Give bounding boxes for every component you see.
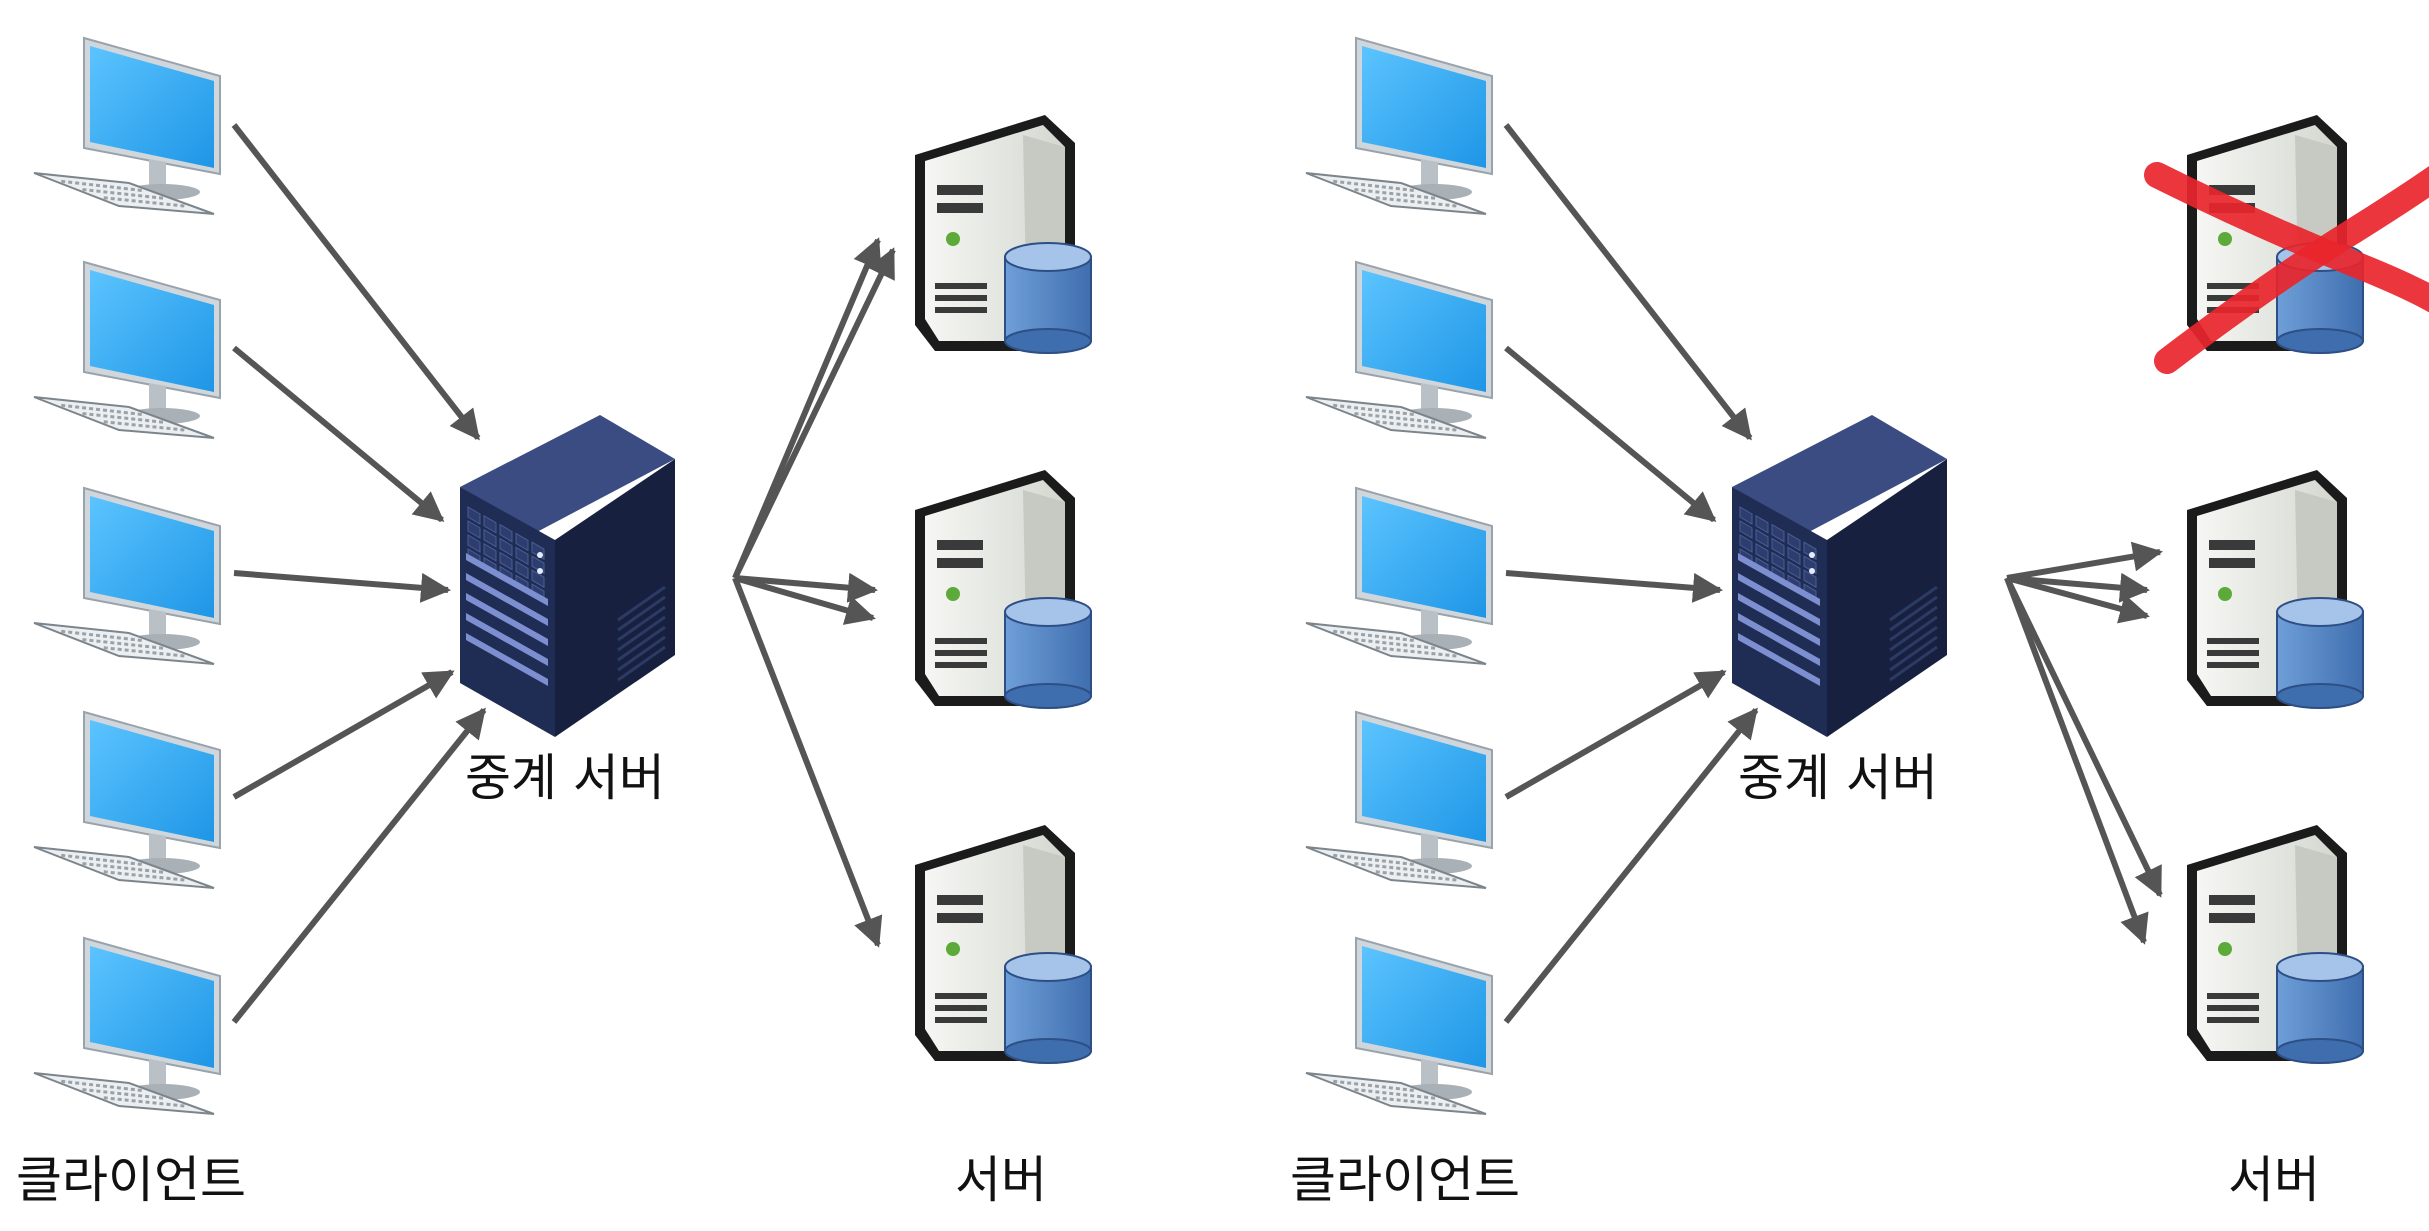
database-server-icon [2187, 470, 2364, 709]
connection-arrow [232, 669, 455, 800]
database-server-icon [915, 115, 1092, 354]
relay-server-icon [460, 415, 675, 737]
server-group [915, 115, 1092, 1064]
client-computer-icon [33, 36, 221, 215]
server-group [2144, 115, 2429, 1064]
database-server-icon [2187, 825, 2364, 1064]
connection-arrows [1503, 123, 2163, 1024]
database-server-icon [2144, 115, 2429, 374]
connection-arrow [1504, 669, 1727, 800]
failure-cross-icon [2144, 162, 2429, 313]
connection-arrow [2004, 576, 2149, 945]
client-computer-icon [33, 486, 221, 665]
relay-server-icon [1732, 415, 1947, 737]
client-computer-icon [1305, 710, 1493, 889]
panel-1: 클라이언트 중계 서버 서버 [16, 36, 1092, 1209]
relay-server-label: 중계 서버 [1738, 749, 1938, 807]
connection-arrow [1503, 123, 1753, 441]
database-server-icon [915, 825, 1092, 1064]
client-group [33, 36, 221, 1115]
client-label: 클라이언트 [16, 1151, 246, 1209]
connection-arrow [1503, 707, 1759, 1024]
connection-arrow [231, 707, 487, 1024]
client-computer-icon [1305, 260, 1493, 439]
client-computer-icon [1305, 486, 1493, 665]
connection-arrow [2004, 576, 2163, 898]
connection-arrow [233, 570, 451, 603]
connection-arrow [231, 123, 481, 441]
server-label: 서버 [2228, 1151, 2320, 1209]
panel-2: 클라이언트 중계 서버 서버 [1290, 36, 2429, 1209]
client-computer-icon [1305, 936, 1493, 1115]
database-server-icon [915, 470, 1092, 709]
connection-arrow [732, 576, 883, 948]
connection-arrows [231, 123, 896, 1024]
connection-arrow [2006, 572, 2150, 603]
connection-arrow [232, 345, 445, 523]
client-computer-icon [1305, 36, 1493, 215]
connection-arrow [732, 247, 896, 580]
connection-arrow [2006, 541, 2163, 581]
connection-arrow [2006, 575, 2150, 624]
client-computer-icon [33, 260, 221, 439]
client-label: 클라이언트 [1290, 1151, 1520, 1209]
client-group [1305, 36, 1493, 1115]
relay-server-label: 중계 서버 [465, 749, 665, 807]
server-label: 서버 [955, 1151, 1047, 1209]
connection-arrow [1504, 345, 1717, 523]
connection-arrow [734, 575, 876, 625]
client-computer-icon [33, 710, 221, 889]
failure-cross-icon [2154, 166, 2429, 374]
client-computer-icon [33, 936, 221, 1115]
connection-arrow [1505, 570, 1723, 603]
connection-arrow [734, 572, 878, 603]
